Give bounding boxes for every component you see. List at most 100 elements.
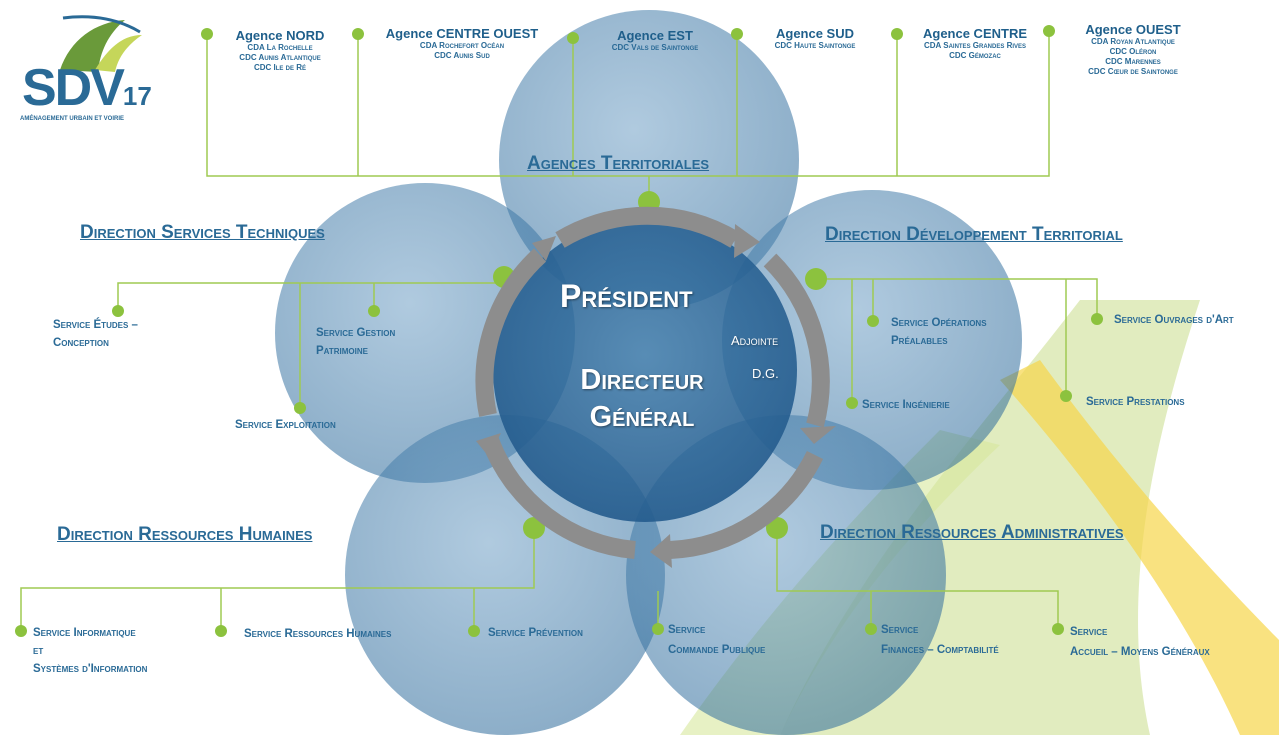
agency-line: CDC Oléron (1109, 47, 1157, 56)
service-ingenierie: Service Ingénierie (862, 396, 950, 414)
service-line: Patrimoine (316, 345, 368, 357)
dot-svc-ingenierie (846, 397, 858, 409)
dot-svc-gestion (368, 305, 380, 317)
service-ressources-humaines: Service Ressources Humaines (244, 625, 391, 643)
agency-name: Agence CENTRE OUEST (385, 26, 539, 41)
service-accueil: Service Accueil – Moyens Généraux (1070, 623, 1210, 661)
dot-svc-accueil (1052, 623, 1064, 635)
service-etudes: Service Études – Conception (53, 316, 138, 352)
service-informatique: Service Informatique et Systèmes d'Infor… (33, 624, 147, 678)
dg-short-label: D.G. (752, 366, 779, 381)
dot-svc-etudes (112, 305, 124, 317)
agency-centre-ouest: Agence CENTRE OUEST CDA Rochefort Océan … (372, 26, 552, 61)
dot-agence-sud (731, 28, 743, 40)
dot-svc-operations (867, 315, 879, 327)
dot-svc-exploitation (294, 402, 306, 414)
dot-agence-centre-ouest (352, 28, 364, 40)
cycle-arrow-bottom-left (481, 436, 636, 559)
service-finances: Service Finances – Comptabilité (881, 621, 999, 659)
agency-name: Agence CENTRE (922, 26, 1028, 41)
service-line: Service Opérations (891, 317, 987, 329)
cycle-arrow-bottom-right (669, 450, 824, 559)
dot-svc-finances (865, 623, 877, 635)
agency-line: CDA Royan Atlantique (1091, 37, 1175, 46)
cycle-arrowheads (476, 224, 836, 568)
service-line: Service Ressources Humaines (244, 628, 392, 640)
president-label: Président (560, 278, 693, 314)
direction-title-developpement[interactable]: Direction Développement Territorial (825, 224, 1123, 245)
cycle-arrow-top (555, 206, 740, 248)
agency-name: Agence OUEST (1085, 22, 1181, 37)
direction-title-rh[interactable]: Direction Ressources Humaines (57, 524, 313, 545)
direction-title-agences[interactable]: Agences Territoriales (527, 153, 710, 174)
service-line: Service (668, 624, 706, 636)
service-line: Finances – Comptabilité (881, 644, 999, 656)
service-prestations: Service Prestations (1086, 393, 1185, 411)
agency-centre: Agence CENTRE CDA Saintes Grandes Rives … (905, 26, 1045, 61)
dot-rh-hub (523, 517, 545, 539)
bubble-developpement (722, 190, 1022, 490)
connector-dots (15, 25, 1103, 637)
agency-est: Agence EST CDC Vals de Saintonge (590, 28, 720, 53)
service-line: Préalables (891, 335, 948, 347)
agency-line: CDC Vals de Saintonge (611, 43, 699, 52)
service-commande: Service Commande Publique (668, 621, 765, 659)
service-line: Commande Publique (668, 644, 766, 656)
service-line: Service Ouvrages d'Art (1114, 314, 1234, 326)
agency-name: Agence SUD (775, 26, 855, 41)
service-gestion: Service Gestion Patrimoine (316, 324, 395, 360)
service-operations: Service Opérations Préalables (891, 314, 987, 350)
cycle-arrow-left (475, 248, 547, 417)
service-line: Service Prestations (1086, 396, 1185, 408)
dot-svc-prestations (1060, 390, 1072, 402)
agency-line: CDA Rochefort Océan (419, 41, 505, 50)
dot-developpement-hub (805, 268, 827, 290)
director-line-1: Directeur (580, 364, 704, 396)
service-line: Systèmes d'Information (33, 663, 148, 675)
service-line: Service Prévention (488, 627, 583, 639)
agency-line: CDC Cœur de Saintonge (1088, 67, 1178, 76)
direction-title-admin[interactable]: Direction Ressources Administratives (820, 522, 1124, 543)
service-prevention: Service Prévention (488, 624, 583, 642)
service-line: Service Exploitation (235, 419, 336, 431)
logo-tagline: AMÉNAGEMENT URBAIN ET VOIRIE (20, 116, 125, 122)
service-line: Service Gestion (316, 327, 396, 339)
dot-agence-est (567, 32, 579, 44)
connector-lines (20, 32, 1098, 631)
service-line: Service Études – (53, 319, 138, 331)
adjointe-label: Adjointe (731, 333, 779, 348)
dot-agence-ouest (1043, 25, 1055, 37)
direction-title-techniques[interactable]: Direction Services Techniques (80, 222, 325, 243)
cycle-arrow-right (763, 253, 830, 428)
service-line: Accueil – Moyens Généraux (1070, 646, 1210, 658)
service-line: Service Informatique (33, 627, 136, 639)
dot-svc-commande (652, 623, 664, 635)
dot-svc-rh (215, 625, 227, 637)
dot-agence-centre (891, 28, 903, 40)
dot-agence-nord (201, 28, 213, 40)
agency-name: Agence EST (617, 28, 693, 43)
agency-line: CDA Saintes Grandes Rives (923, 41, 1027, 50)
agency-name: Agence NORD (235, 28, 325, 43)
director-general-label: Directeur Général (562, 362, 722, 436)
agency-line: CDA La Rochelle (247, 43, 313, 52)
service-exploitation: Service Exploitation (235, 416, 336, 434)
agency-ouest: Agence OUEST CDA Royan Atlantique CDC Ol… (1068, 22, 1198, 77)
dot-svc-ouvrages (1091, 313, 1103, 325)
agency-line: CDC Haute Saintonge (774, 41, 856, 50)
agency-line: CDC Aunis Atlantique (239, 53, 321, 62)
logo-sdv: SDV (22, 59, 125, 117)
logo-text: SDV17 (22, 58, 152, 118)
agency-line: CDC Aunis Sud (434, 51, 490, 60)
logo-number: 17 (122, 81, 152, 111)
dot-svc-informatique (15, 625, 27, 637)
sdv17-logo (8, 8, 184, 132)
agency-line: CDC Ile de Ré (253, 63, 306, 72)
service-line: Service Ingénierie (862, 399, 950, 411)
agency-line: CDC Marennes (1105, 57, 1161, 66)
dot-svc-prevention (468, 625, 480, 637)
service-line: Service (1070, 626, 1108, 638)
bubble-center (493, 218, 797, 522)
dot-admin-hub (766, 517, 788, 539)
